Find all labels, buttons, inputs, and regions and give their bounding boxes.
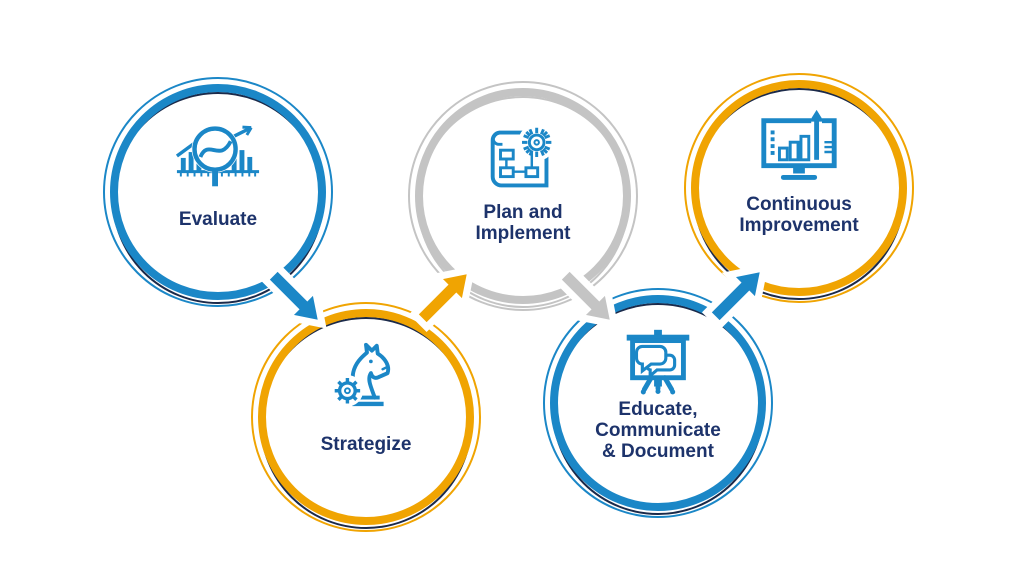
presentation-speech-icon [626, 329, 690, 395]
ring-outer [251, 302, 481, 532]
ring-outer [684, 73, 914, 303]
blueprint-gear-icon [490, 123, 556, 188]
step-label: Plan and Implement [475, 202, 571, 244]
step-label: Continuous Improvement [739, 194, 859, 236]
step-continuous-improvement: Continuous Improvement [684, 73, 914, 303]
chess-knight-gear-icon [331, 342, 391, 407]
step-label: Evaluate [178, 208, 258, 230]
arrow-plan-to-educate-icon [543, 261, 633, 333]
step-plan-implement: Plan and Implement [408, 81, 638, 311]
ring-outer [543, 288, 773, 518]
step-evaluate: Evaluate [103, 77, 333, 307]
arrow-strategize-to-plan-icon [400, 261, 490, 333]
ring-outer [103, 77, 333, 307]
step-label: Strategize [320, 433, 412, 455]
monitor-growth-icon [761, 109, 837, 180]
step-strategize: Strategize [251, 302, 481, 532]
arrow-evaluate-to-strategize-icon [251, 261, 341, 333]
step-label: Educate, Communicate & Document [595, 398, 721, 462]
chart-magnifier-icon [175, 125, 260, 187]
arrow-educate-to-continuous-icon [693, 259, 783, 331]
step-educate-communicate-document: Educate, Communicate & Document [543, 288, 773, 518]
ring-outer [408, 81, 638, 311]
